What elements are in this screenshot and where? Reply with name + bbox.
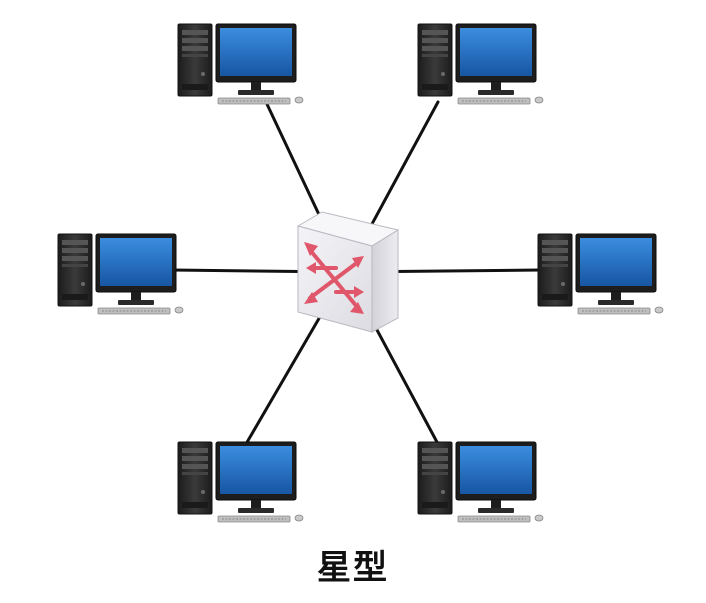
pc-middle-right	[537, 233, 664, 315]
pc-top-right	[417, 23, 544, 105]
desktop-computer-icon	[57, 233, 184, 315]
pc-top-left	[177, 23, 304, 105]
pc-bottom-right	[417, 441, 544, 523]
network-switch-icon	[296, 211, 400, 333]
pc-middle-left	[57, 233, 184, 315]
desktop-computer-icon	[177, 23, 304, 105]
diagram-caption: 星型	[317, 548, 389, 588]
desktop-computer-icon	[417, 23, 544, 105]
desktop-computer-icon	[177, 441, 304, 523]
desktop-computer-icon	[537, 233, 664, 315]
desktop-computer-icon	[417, 441, 544, 523]
pc-bottom-left	[177, 441, 304, 523]
